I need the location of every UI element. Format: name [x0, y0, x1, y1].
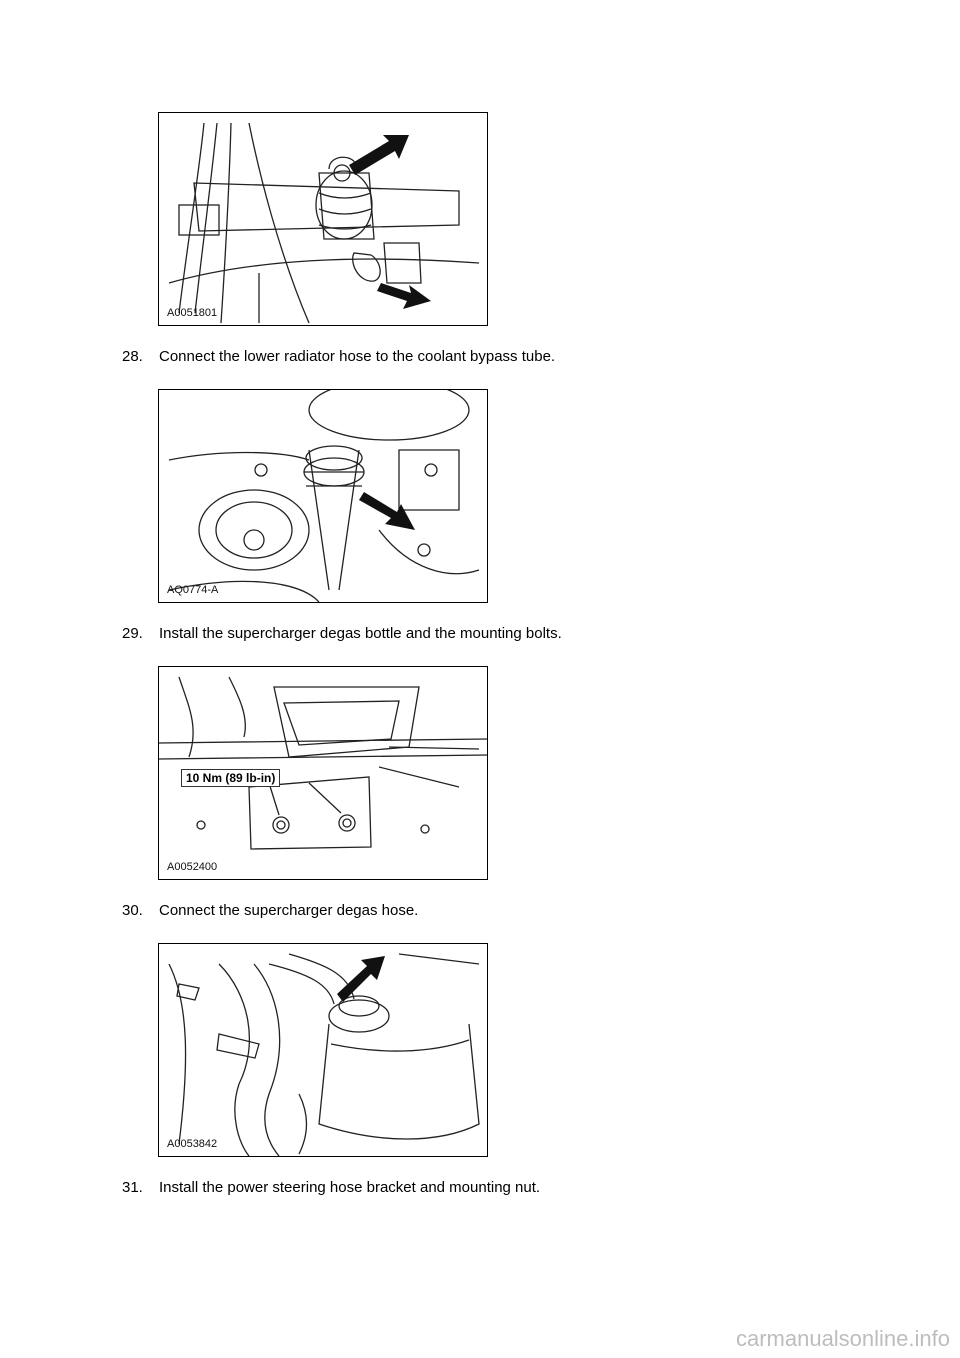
step-text: Install the supercharger degas bottle an… [159, 625, 562, 642]
torque-callout: 10 Nm (89 lb-in) [181, 769, 281, 787]
step-text: Install the power steering hose bracket … [159, 1179, 541, 1196]
figure-degas-hose: A0053842 [158, 943, 488, 1157]
figure-degas-bottle: 10 Nm (89 lb-in) A0052400 [158, 666, 488, 880]
step-text: Connect the lower radiator hose to the c… [159, 348, 556, 365]
figure-hose-clamps: A0051801 [158, 112, 488, 326]
figure-id: A0051801 [167, 307, 218, 319]
step-number: 30. [122, 902, 143, 919]
step-number: 28. [122, 348, 143, 365]
illustration-radiator-hose [168, 390, 480, 602]
illustration-degas-bottle [159, 676, 487, 850]
figure-id: AQ0774-A [167, 584, 219, 596]
watermark: carmanualsonline.info [735, 1326, 950, 1351]
illustration-hose-clamps [168, 122, 480, 324]
figure-radiator-hose: AQ0774-A [158, 389, 488, 603]
figure-id: A0052400 [167, 861, 218, 873]
step-number: 29. [122, 625, 143, 642]
figure-id: A0053842 [167, 1138, 218, 1150]
illustration-degas-hose [168, 953, 480, 1156]
step-text: Connect the supercharger degas hose. [159, 902, 419, 919]
step-number: 31. [122, 1179, 143, 1196]
